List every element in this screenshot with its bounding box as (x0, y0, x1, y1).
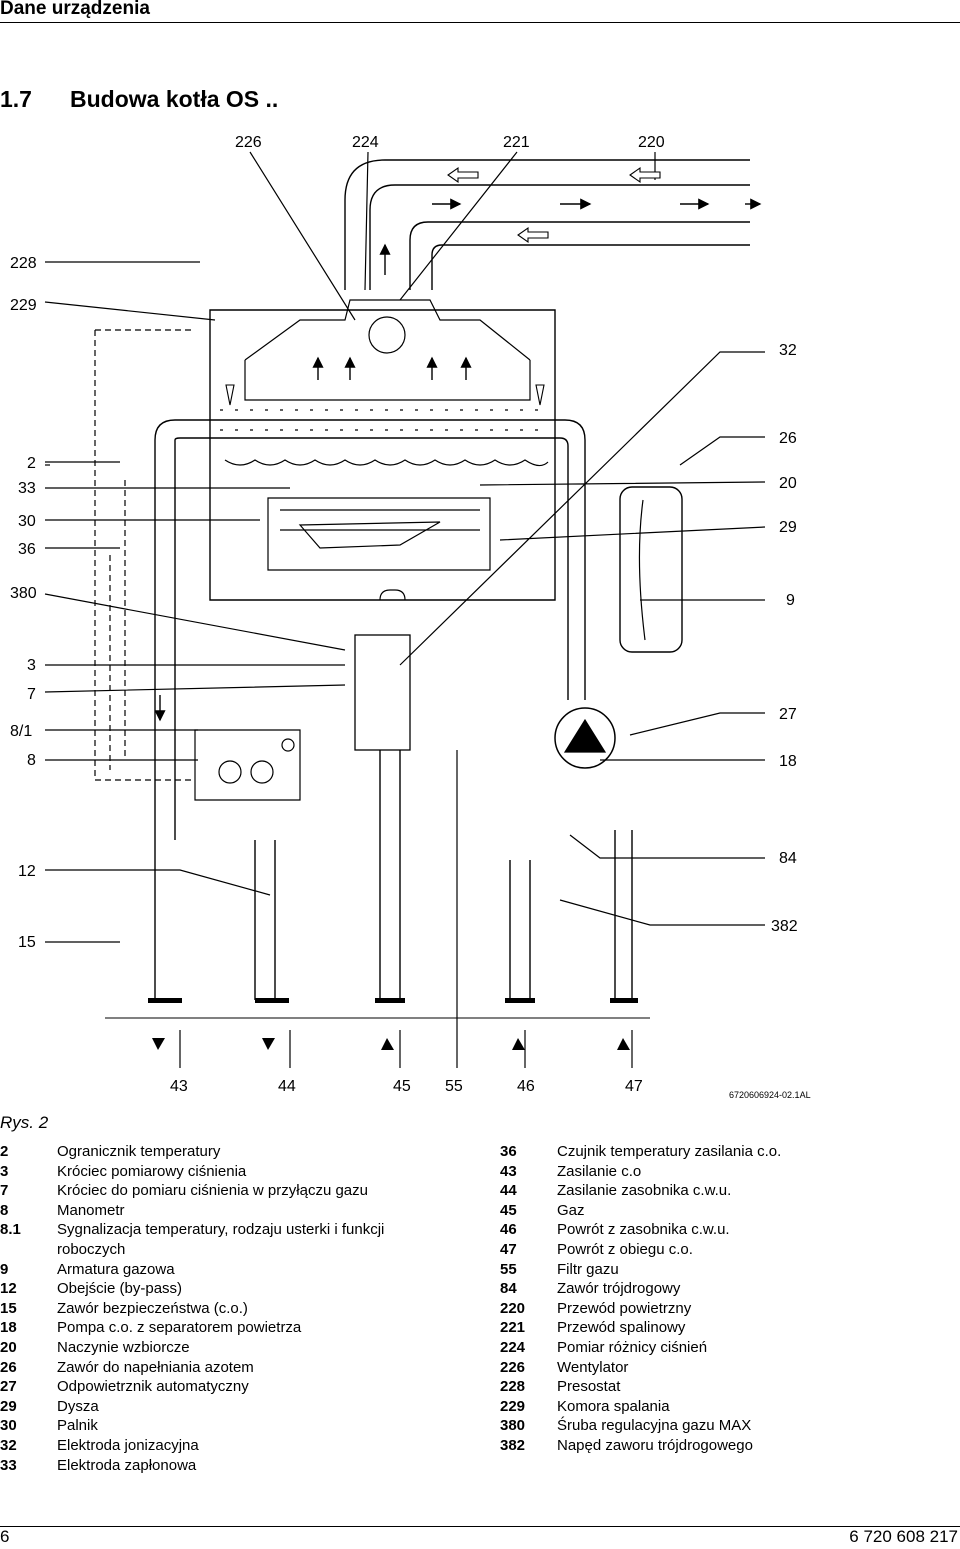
callout-29: 29 (779, 519, 797, 536)
callout-229: 229 (10, 297, 37, 314)
callout-55: 55 (445, 1078, 463, 1095)
callout-12: 12 (18, 863, 36, 880)
callout-220: 220 (638, 134, 665, 151)
callout-20: 20 (779, 475, 797, 492)
callout-8: 8 (27, 752, 36, 769)
callout-9: 9 (786, 592, 795, 609)
callout-43: 43 (170, 1078, 188, 1095)
section-number: 1.7 (0, 86, 32, 112)
callout-33: 33 (18, 480, 36, 497)
callout-221: 221 (503, 134, 530, 151)
section-title: Budowa kotła OS .. (70, 86, 279, 112)
callout-84: 84 (779, 850, 797, 867)
callout-226: 226 (235, 134, 262, 151)
callout-382: 382 (771, 918, 798, 935)
callout-45: 45 (393, 1078, 411, 1095)
callout-15: 15 (18, 934, 36, 951)
callout-47: 47 (625, 1078, 643, 1095)
callout-380: 380 (10, 585, 37, 602)
legend-item-continuation: roboczych (57, 1240, 126, 1258)
page-number: 6 (0, 1527, 10, 1546)
callout-26: 26 (779, 430, 797, 447)
callout-228: 228 (10, 255, 37, 272)
document-number: 6 720 608 217 (849, 1527, 958, 1546)
boiler-schematic (44, 151, 766, 1068)
callout-44: 44 (278, 1078, 296, 1095)
callout-36: 36 (18, 541, 36, 558)
section-header: Dane urządzenia (0, 0, 150, 19)
footer-rule (0, 1526, 960, 1527)
callout-32: 32 (779, 342, 797, 359)
figure-caption: Rys. 2 (0, 1113, 49, 1132)
callout-224: 224 (352, 134, 379, 151)
callout-2: 2 (27, 455, 36, 472)
callout-46: 46 (517, 1078, 535, 1095)
callout-30: 30 (18, 513, 36, 530)
callout-3: 3 (27, 657, 36, 674)
callout-8-1: 8/1 (10, 723, 33, 740)
callout-27: 27 (779, 706, 797, 723)
callout-18: 18 (779, 753, 797, 770)
drawing-code: 6720606924-02.1AL (729, 1090, 811, 1100)
header-rule (0, 22, 960, 23)
callout-7: 7 (27, 686, 36, 703)
